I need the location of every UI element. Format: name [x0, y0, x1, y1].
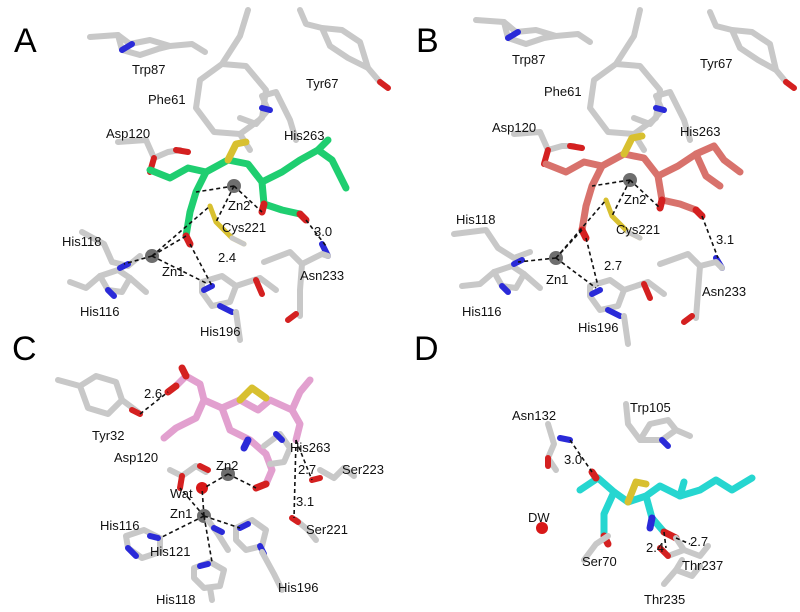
label-his196-c: His196 [278, 580, 318, 595]
distance-label-c-1: 2.6 [144, 386, 162, 401]
label-asn132-d: Asn132 [512, 408, 556, 423]
his116-his121-residues-c [123, 517, 231, 561]
distance-label-b-2: 2.7 [604, 258, 622, 273]
label-zn1-c: Zn1 [170, 506, 192, 521]
hbond-lines-d [569, 439, 691, 549]
label-zn2-c: Zn2 [216, 458, 238, 473]
label-tyr32-c: Tyr32 [92, 428, 125, 443]
hbond-lines-a [123, 185, 327, 287]
label-ser223-c: Ser223 [342, 462, 384, 477]
ser223-residue-c [309, 465, 357, 483]
thr237-thr235-residues-d [657, 535, 711, 587]
label-his196-a: His196 [200, 324, 240, 339]
label-his263-c: His263 [290, 440, 330, 455]
asn233-residue-a [261, 241, 331, 323]
label-his116-c: His116 [100, 518, 140, 533]
his196-residue-c [233, 517, 285, 593]
label-asp120-a: Asp120 [106, 126, 150, 141]
panel-b: B Trp87 Tyr67 Phe61 His263 Asp120 [416, 7, 797, 347]
tyr67-residue-a [297, 7, 391, 91]
asp120-residue-b [511, 129, 585, 167]
label-trp87-b: Trp87 [512, 52, 545, 67]
label-zn2-a: Zn2 [228, 198, 250, 213]
deacylating-water-atom-d [536, 522, 548, 534]
trp87-residue-a [87, 32, 208, 58]
label-asn233-a: Asn233 [300, 268, 344, 283]
label-his263-b: His263 [680, 124, 720, 139]
label-his116-a: His116 [80, 304, 120, 319]
label-his116-b: His116 [462, 304, 502, 319]
ser221-residue-c [289, 515, 319, 543]
label-thr235-d: Thr235 [644, 592, 685, 607]
label-cys221-b: Cys221 [616, 222, 660, 237]
distance-label-b-1: 3.1 [716, 232, 734, 247]
ligand-a [146, 136, 350, 248]
label-his118-c: His118 [156, 592, 196, 607]
panel-d: D Asn132 Trp105 DW Ser [414, 330, 756, 607]
his263-residue-a [237, 89, 299, 143]
label-his263-a: His263 [284, 128, 324, 143]
label-asp120-b: Asp120 [492, 120, 536, 135]
distance-label-d-3: 2.4 [646, 540, 664, 555]
distance-label-a-2: 2.4 [218, 250, 236, 265]
asp120-residue-c [167, 463, 211, 491]
label-asn233-b: Asn233 [702, 284, 746, 299]
label-cys221-a: Cys221 [222, 220, 266, 235]
his118-his116-residues-a [67, 229, 149, 299]
his196-residue-b [587, 277, 667, 347]
his196-residue-a [199, 273, 279, 343]
label-phe61-b: Phe61 [544, 84, 582, 99]
label-zn2-b: Zn2 [624, 192, 646, 207]
asn132-residue-d [545, 421, 573, 473]
label-zn1-a: Zn1 [162, 264, 184, 279]
ligand-b [542, 132, 744, 242]
hbond-lines-b [517, 179, 719, 289]
distance-label-d-2: 2.7 [690, 534, 708, 549]
panel-c: C Tyr32 His263 Asp120 [12, 330, 384, 607]
label-ser221-c: Ser221 [306, 522, 348, 537]
label-tyr67-a: Tyr67 [306, 76, 339, 91]
panel-letter-a: A [14, 22, 37, 60]
ligand-d [576, 468, 756, 548]
label-tyr67-b: Tyr67 [700, 56, 733, 71]
cys221-residue-a [207, 203, 247, 247]
tyr67-residue-b [707, 9, 797, 91]
label-dw-d: DW [528, 510, 550, 525]
panel-letter-d: D [414, 330, 439, 368]
label-his118-b: His118 [456, 212, 496, 227]
hbond-lines-c [139, 391, 313, 563]
label-his118-a: His118 [62, 234, 102, 249]
panel-letter-c: C [12, 330, 37, 368]
asn233-residue-b [657, 251, 725, 325]
distance-label-c-2: 2.7 [298, 462, 316, 477]
tyr32-residue-c [55, 373, 143, 417]
asp120-residue-a [115, 137, 191, 175]
ser70-residue-d [581, 533, 611, 563]
distance-label-d-1: 3.0 [564, 452, 582, 467]
label-trp87-a: Trp87 [132, 62, 165, 77]
label-asp120-c: Asp120 [114, 450, 158, 465]
label-his196-b: His196 [578, 320, 618, 335]
panel-a: A Trp87 Tyr67 Phe61 His263 [14, 7, 391, 343]
label-phe61-a: Phe61 [148, 92, 186, 107]
trp87-residue-b [473, 17, 593, 47]
his263-residue-b [631, 89, 693, 143]
label-wat-c: Wat [170, 486, 193, 501]
trp105-residue-d [623, 401, 693, 449]
distance-label-a-1: 3.0 [314, 224, 332, 239]
cys221-residue-b [603, 197, 643, 241]
phe61-residue-b [587, 7, 663, 153]
his118-residue-c [191, 559, 227, 603]
distance-label-c-3: 3.1 [296, 494, 314, 509]
label-thr237-d: Thr237 [682, 558, 723, 573]
his263-residue-c [261, 431, 293, 467]
ligand-c [160, 364, 314, 492]
label-ser70-d: Ser70 [582, 554, 617, 569]
label-zn1-b: Zn1 [546, 272, 568, 287]
label-his121-c: His121 [150, 544, 190, 559]
label-trp105-d: Trp105 [630, 400, 671, 415]
panel-letter-b: B [416, 22, 439, 60]
phe61-residue-a [193, 7, 269, 153]
